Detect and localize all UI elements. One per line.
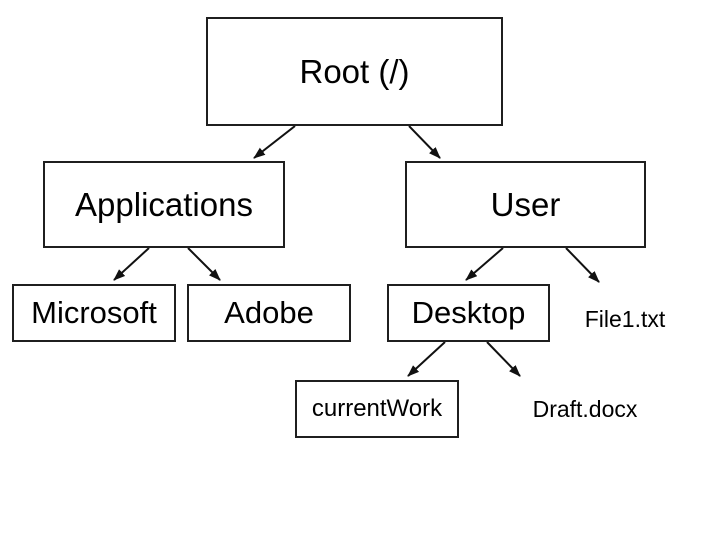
edge-desktop-to-currentwork (407, 341, 446, 377)
node-file1: File1.txt (572, 303, 678, 335)
edge-root-to-applications (253, 125, 296, 159)
node-applications-label: Applications (75, 185, 253, 223)
edge-applications-to-microsoft (113, 247, 150, 281)
node-desktop: Desktop (387, 284, 550, 342)
node-desktop-label: Desktop (411, 295, 526, 330)
node-root-label: Root (/) (299, 52, 410, 90)
node-draft-label: Draft.docx (532, 395, 638, 422)
node-draft: Draft.docx (522, 393, 648, 425)
edge-user-to-file1 (565, 247, 600, 283)
node-currentwork: currentWork (295, 380, 459, 438)
node-currentwork-label: currentWork (311, 395, 443, 422)
node-root: Root (/) (206, 17, 503, 126)
node-microsoft: Microsoft (12, 284, 176, 342)
node-file1-label: File1.txt (584, 305, 666, 332)
edge-root-to-user (408, 125, 441, 159)
node-adobe: Adobe (187, 284, 351, 342)
edge-desktop-to-draft (486, 341, 521, 377)
node-adobe-label: Adobe (224, 295, 314, 330)
edge-user-to-desktop (465, 247, 504, 281)
node-user-label: User (490, 185, 561, 223)
node-user: User (405, 161, 646, 248)
node-applications: Applications (43, 161, 285, 248)
node-microsoft-label: Microsoft (31, 295, 157, 330)
edge-applications-to-adobe (187, 247, 221, 281)
